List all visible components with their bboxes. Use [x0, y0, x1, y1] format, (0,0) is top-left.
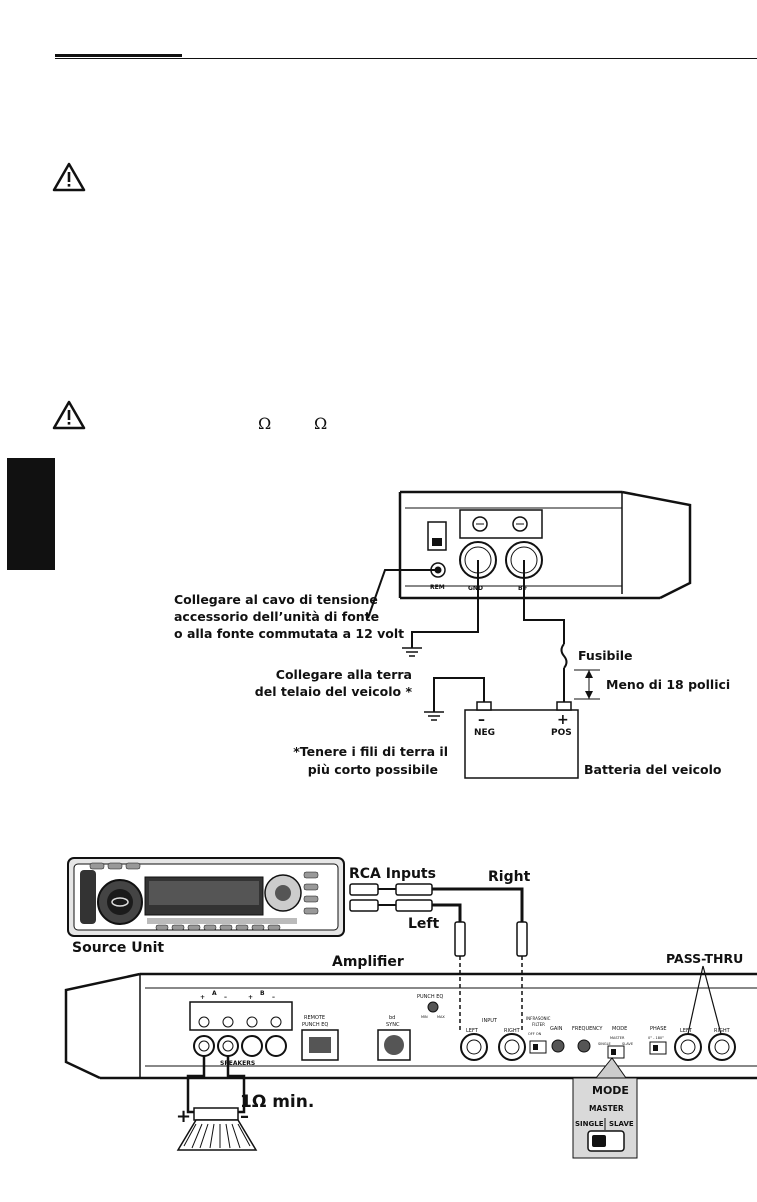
phase-values: 0° - 180°: [648, 1036, 664, 1040]
source-unit: [67, 857, 345, 937]
bplus-label: B+: [518, 585, 528, 592]
speaker-icon: [176, 1107, 258, 1151]
power-wire: [523, 560, 565, 644]
infrasonic-off-on: OFF ON: [528, 1032, 542, 1036]
ground-symbol: [402, 647, 422, 657]
warning-icon: [52, 162, 86, 192]
speaker-a-minus: –: [224, 994, 227, 1001]
battery-label: Batteria del veicolo: [584, 762, 722, 777]
speaker-wire-positive: [186, 1056, 206, 1114]
frequency-label: FREQUENCY: [572, 1026, 603, 1032]
input-jacks: [460, 1033, 526, 1061]
header-rule: [55, 58, 757, 59]
right-label: Right: [488, 869, 531, 885]
remote-punch-eq-label-2: PUNCH EQ: [302, 1022, 328, 1028]
mode-box-title: MODE: [592, 1084, 629, 1097]
gnd-label: GND: [468, 585, 483, 592]
input-left-label: LEFT: [466, 1028, 479, 1034]
mode-single-small: SINGLE: [598, 1042, 611, 1046]
speaker-wire-negative: [226, 1056, 246, 1114]
rem-label: REM: [430, 584, 445, 591]
mode-box-single: SINGLE: [575, 1120, 604, 1128]
header-rule-thick: [55, 54, 182, 57]
speaker-plus-sign: +: [176, 1106, 191, 1127]
battery-pos-sign: +: [557, 712, 569, 728]
speaker-a-label: A: [212, 990, 217, 997]
ohm-symbol: Ω: [258, 414, 272, 433]
amplifier-panel: [64, 972, 757, 1080]
terminal-block: [459, 509, 543, 539]
fuse-label: Fusibile: [578, 648, 633, 663]
speaker-b-label: B: [260, 990, 265, 997]
left-label: Left: [408, 916, 440, 932]
note-line-2: più corto possibile: [308, 762, 438, 777]
mode-slave-small: SLAVE: [622, 1042, 633, 1046]
amplifier-end-panel: [398, 490, 692, 600]
remote-label-line-3: o alla fonte commutata a 12 volt: [174, 626, 404, 641]
fuse-symbol: [560, 643, 568, 669]
distance-label: Meno di 18 pollici: [606, 677, 730, 692]
mode-callout-pointer: [594, 1057, 627, 1079]
section-tab: [7, 458, 55, 570]
speaker-b-minus: –: [272, 994, 275, 1001]
input-right-label: RIGHT: [504, 1028, 521, 1034]
note-line-1: *Tenere i fili di terra il: [293, 744, 448, 759]
frequency-knob: [577, 1039, 591, 1053]
source-unit-label: Source Unit: [72, 940, 164, 956]
bd-sync-label-2: SYNC: [386, 1022, 400, 1028]
infrasonic-label-2: FILTER: [532, 1022, 545, 1027]
ground-symbol: [424, 711, 444, 721]
ground-label-line-2: del telaio del veicolo *: [255, 684, 413, 699]
pass-thru-label: PASS-THRU: [666, 951, 743, 966]
mode-zoom-box: [572, 1077, 638, 1159]
battery-neg-label: NEG: [474, 728, 495, 738]
battery: [464, 701, 579, 779]
battery-neg-sign: –: [478, 712, 485, 728]
speaker-terminal-block: [189, 1001, 293, 1031]
remote-label-line-1: Collegare al cavo di tensione: [174, 592, 378, 607]
amplifier-label: Amplifier: [332, 954, 404, 970]
mode-master-small: MASTER: [610, 1036, 625, 1040]
mode-box-master: MASTER: [589, 1104, 624, 1113]
speakers-label: SPEAKERS: [220, 1060, 255, 1067]
input-label: INPUT: [482, 1018, 498, 1024]
pass-left-label: LEFT: [680, 1028, 693, 1034]
fuse-holder: [427, 521, 447, 551]
pass-thru-jacks: [674, 1033, 736, 1061]
speaker-outputs: [193, 1035, 287, 1057]
phase-label: PHASE: [650, 1026, 667, 1032]
distance-marker: [574, 669, 600, 700]
power-wiring-diagram: REM GND B+ – + NEG POS Collegare al: [174, 490, 730, 779]
infrasonic-label-1: INFRASONIC: [526, 1016, 551, 1021]
bd-sync-label-1: bd: [389, 1015, 395, 1021]
ohm-min-label: 1Ω min.: [240, 1092, 314, 1112]
speaker-minus-sign: –: [240, 1106, 249, 1127]
punch-eq-knob: [427, 1001, 439, 1013]
remote-punch-eq-label-1: REMOTE: [304, 1015, 325, 1021]
bd-sync-port: [377, 1029, 411, 1061]
mode-box-slave: SLAVE: [609, 1120, 634, 1128]
speaker-b-plus: +: [248, 994, 253, 1001]
speaker-a-plus: +: [200, 994, 205, 1001]
signal-wiring-diagram: RCA Inputs Right Left Source Unit Amplif…: [64, 857, 757, 1159]
rca-cables: [349, 883, 528, 1032]
rca-inputs-label: RCA Inputs: [349, 866, 436, 882]
remote-label-line-2: accessorio dell’unità di fonte: [174, 609, 379, 624]
warning-icon: [52, 400, 86, 430]
battery-pos-label: POS: [551, 728, 572, 738]
mode-label: MODE: [612, 1026, 627, 1032]
gnd-wire: [411, 560, 479, 648]
remote-punch-eq-port: [301, 1029, 339, 1061]
remote-wire: [367, 569, 438, 619]
punch-eq-label: PUNCH EQ: [417, 994, 443, 1000]
ground-label-line-1: Collegare alla terra: [276, 667, 412, 682]
ohm-symbol: Ω: [314, 414, 328, 433]
pass-right-label: RIGHT: [714, 1028, 731, 1034]
gain-label: GAIN: [550, 1026, 563, 1032]
punch-eq-max: MAX: [437, 1015, 445, 1019]
gain-knob: [551, 1039, 565, 1053]
battery-ground-wire: [433, 677, 485, 712]
punch-eq-min: MIN: [421, 1015, 428, 1019]
